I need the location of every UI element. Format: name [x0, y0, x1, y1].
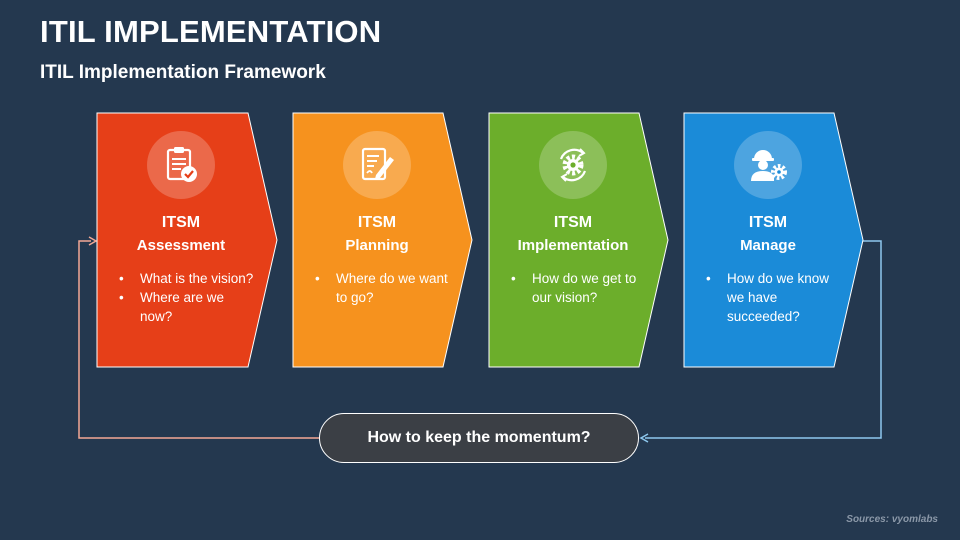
- step-bullets: Where do we want to go?: [313, 269, 453, 307]
- arrowhead-right: [639, 433, 649, 443]
- bullet-item: Where do we want to go?: [313, 269, 453, 307]
- feedback-connector-left: [78, 240, 319, 439]
- feedback-pill: How to keep the momentum?: [319, 413, 639, 463]
- step-heading: ITSM Planning: [293, 211, 461, 257]
- step-bullets: How do we know we have succeeded?: [704, 269, 844, 326]
- step-heading: ITSM Assessment: [97, 211, 265, 257]
- step-sublabel: Implementation: [517, 237, 629, 254]
- step-bullets: How do we get to our vision?: [509, 269, 649, 307]
- slide-title: ITIL IMPLEMENTATION: [40, 14, 382, 49]
- bullet-item: How do we know we have succeeded?: [704, 269, 844, 326]
- step-heading: ITSM Implementation: [489, 211, 657, 257]
- step-label: ITSM: [357, 214, 397, 231]
- engineer-gear-icon: [734, 131, 802, 199]
- arrowhead-left: [88, 236, 98, 246]
- step-sublabel: Planning: [345, 237, 409, 254]
- step-planning: ITSM Planning Where do we want to go?: [293, 113, 474, 367]
- bullet-item: Where are we now?: [117, 288, 257, 326]
- gear-cycle-icon: [539, 131, 607, 199]
- step-sublabel: Manage: [740, 237, 796, 254]
- step-label: ITSM: [161, 214, 201, 231]
- document-pen-icon: [343, 131, 411, 199]
- bullet-item: How do we get to our vision?: [509, 269, 649, 307]
- source-credit: Sources: vyomlabs: [846, 514, 938, 525]
- clipboard-check-icon: [147, 131, 215, 199]
- slide-subtitle: ITIL Implementation Framework: [40, 62, 326, 83]
- bullet-item: What is the vision?: [117, 269, 257, 288]
- step-heading: ITSM Manage: [684, 211, 852, 257]
- step-implementation: ITSM Implementation How do we get to our…: [489, 113, 670, 367]
- step-label: ITSM: [748, 214, 788, 231]
- step-sublabel: Assessment: [136, 237, 226, 254]
- step-label: ITSM: [553, 214, 593, 231]
- step-assessment: ITSM Assessment What is the vision? Wher…: [97, 113, 278, 367]
- step-bullets: What is the vision? Where are we now?: [117, 269, 257, 326]
- step-manage: ITSM Manage How do we know we have succe…: [684, 113, 865, 367]
- feedback-connector-right: [645, 240, 882, 439]
